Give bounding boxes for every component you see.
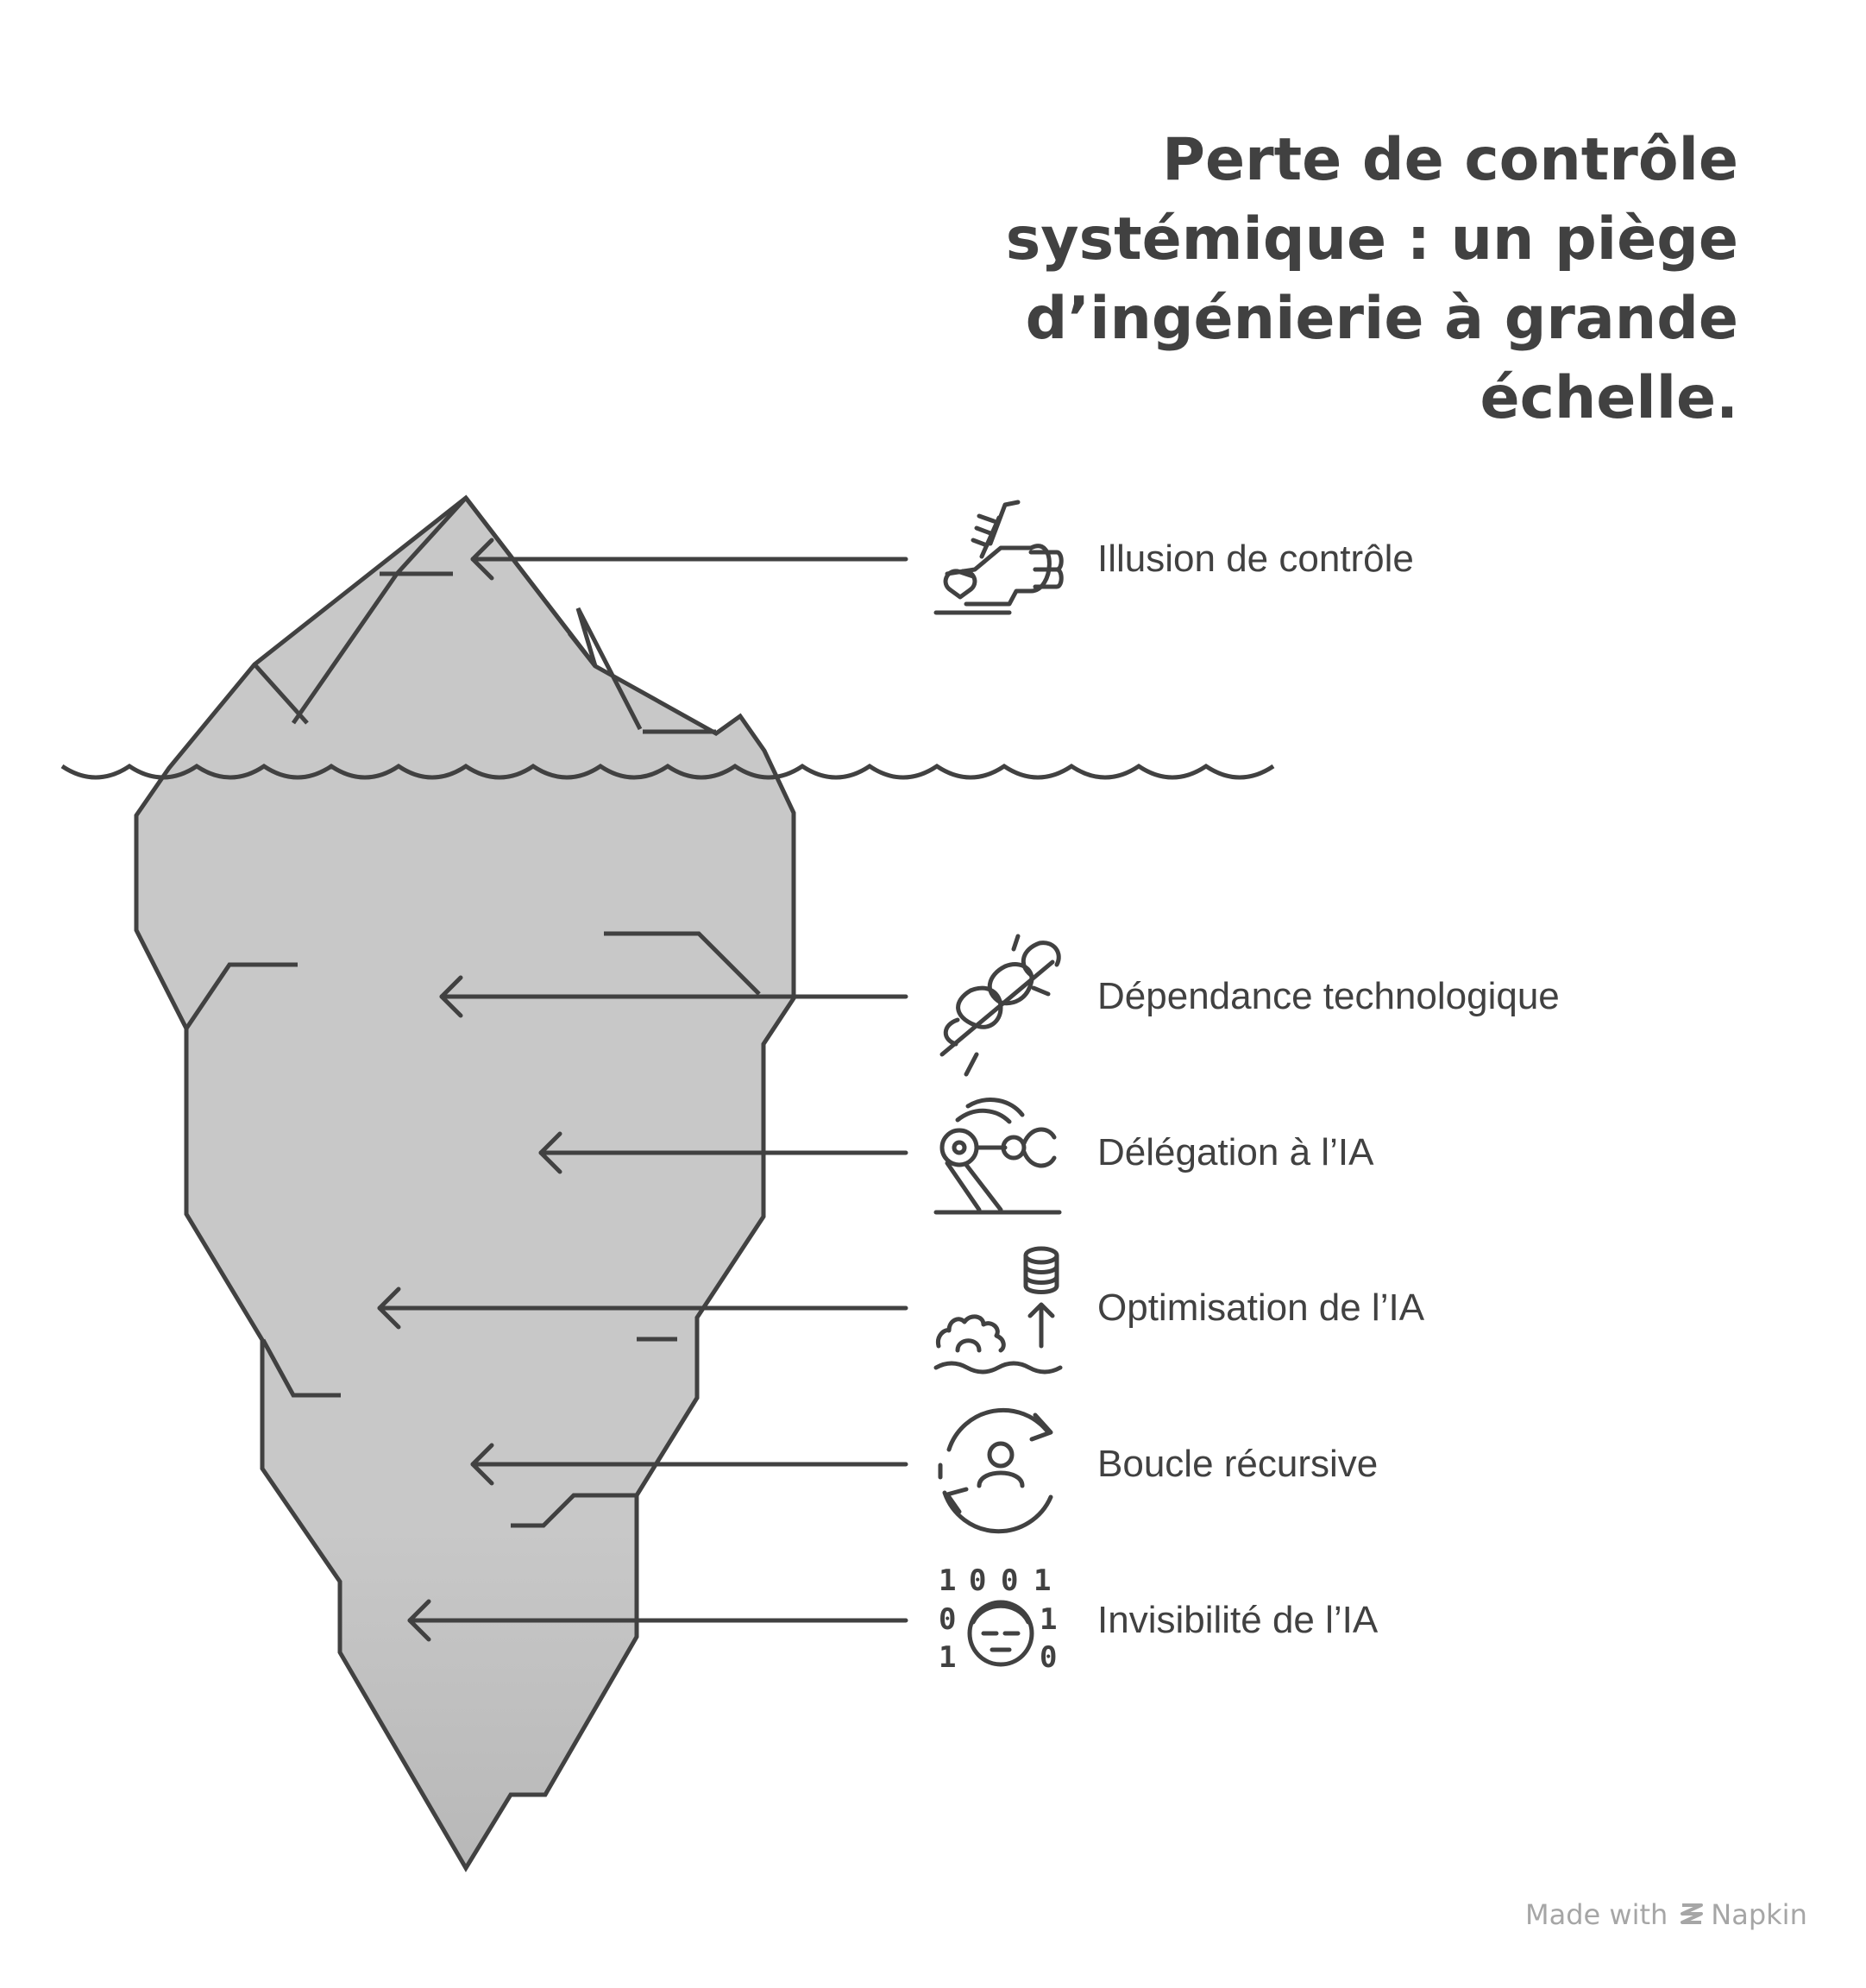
binary-digit: 0 [1001, 1563, 1018, 1598]
robotic-arm-icon [933, 1098, 1062, 1215]
binary-digit: 1 [939, 1563, 956, 1598]
label-invisibilite-ia: Invisibilité de l’IA [1097, 1599, 1379, 1641]
made-with-napkin-credit[interactable]: Made with Napkin [1525, 1898, 1807, 1931]
binary-digit: 0 [1040, 1640, 1057, 1675]
binary-person-icon [967, 1600, 1034, 1667]
person-cycle-icon [938, 1407, 1053, 1534]
label-illusion-de-controle: Illusion de contrôle [1097, 538, 1414, 580]
arrow-delegation-ia [538, 1131, 908, 1174]
binary-digit: 0 [969, 1563, 986, 1598]
label-dependance-technologique: Dépendance technologique [1097, 975, 1560, 1017]
arrow-dependance-technologique [439, 975, 908, 1018]
label-delegation-ia: Délégation à l’IA [1097, 1131, 1374, 1173]
binary-digit: 1 [939, 1640, 956, 1675]
iceberg-shape [134, 494, 796, 1872]
credit-prefix: Made with [1525, 1898, 1668, 1931]
label-optimisation-ia: Optimisation de l’IA [1097, 1287, 1425, 1329]
fist-with-antenna-icon [933, 500, 1064, 615]
credit-brand: Napkin [1711, 1898, 1807, 1931]
arrow-invisibilite-ia [407, 1599, 908, 1642]
arrow-boucle-recursive [470, 1443, 908, 1486]
binary-digit: 1 [1034, 1563, 1051, 1598]
arrow-optimisation-ia [377, 1287, 908, 1330]
label-boucle-recursive: Boucle récursive [1097, 1443, 1379, 1485]
diagram-title: Perte de contrôle systémique : un piège … [1005, 126, 1738, 432]
iceberg-cracks [184, 496, 761, 1528]
binary-digit: 1 [1040, 1602, 1057, 1637]
chain-link-icon [939, 934, 1061, 1077]
binary-digit: 0 [939, 1602, 956, 1637]
water-line [60, 763, 1275, 780]
arrows [377, 538, 908, 1642]
gear-database-arrow-icon [933, 1246, 1063, 1375]
napkin-logo-icon [1681, 1903, 1704, 1924]
arrow-illusion-de-controle [470, 538, 908, 581]
